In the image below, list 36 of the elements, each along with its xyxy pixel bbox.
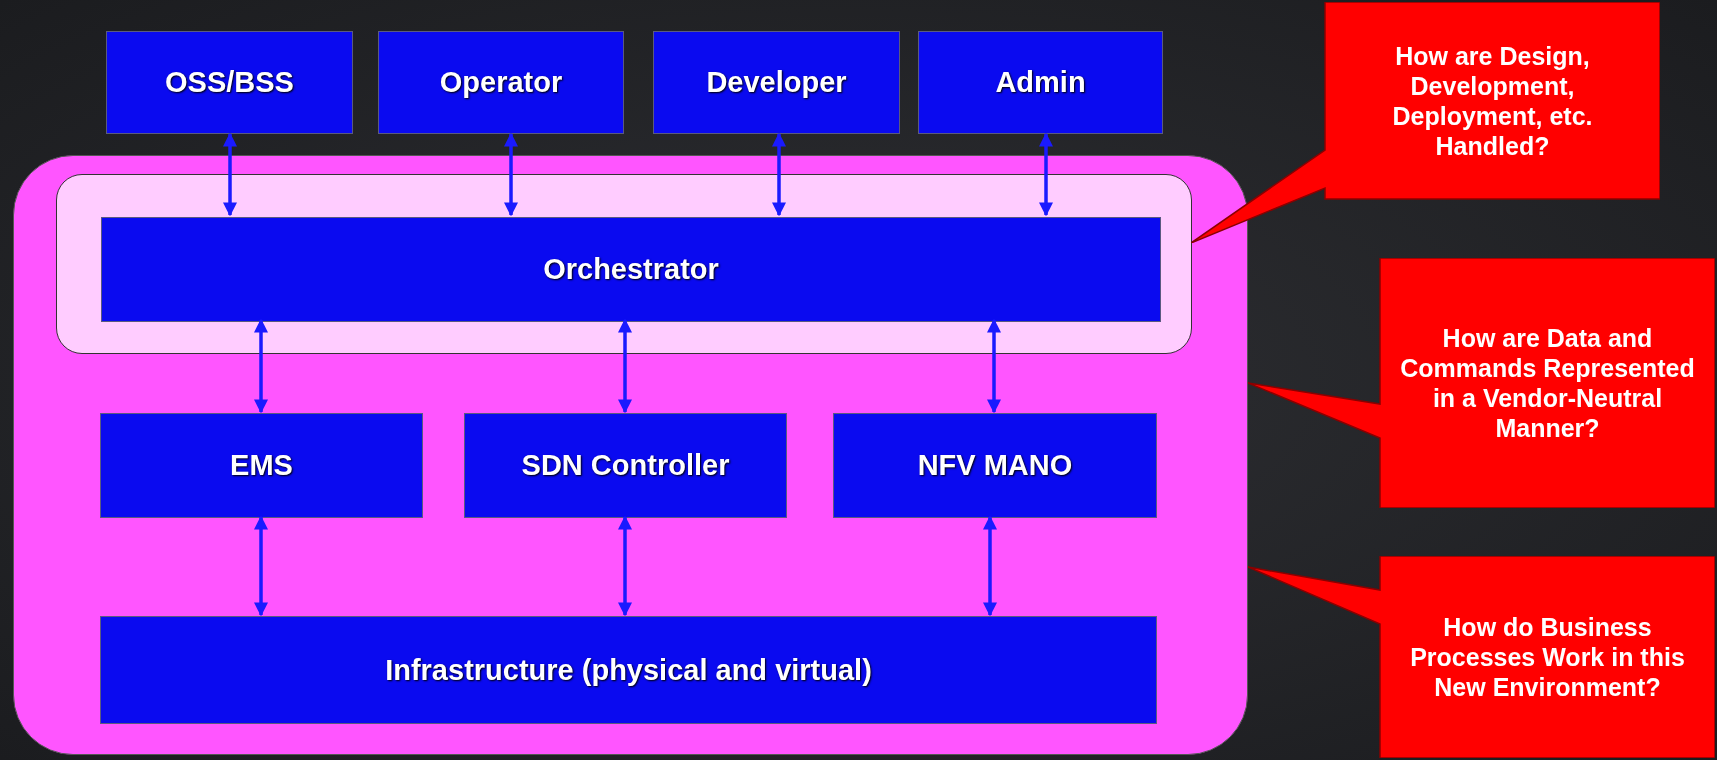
component-box	[106, 31, 353, 134]
box-label: Infrastructure (physical and virtual)	[385, 653, 872, 687]
component-box	[101, 217, 1161, 322]
double-arrow	[1039, 132, 1053, 217]
double-arrow	[618, 318, 632, 414]
component-box	[918, 31, 1163, 134]
component-box	[464, 413, 787, 518]
component-box	[833, 413, 1157, 518]
platform-panel	[13, 155, 1248, 755]
component-box	[378, 31, 624, 134]
box-label: Orchestrator	[543, 253, 719, 286]
double-arrow	[504, 132, 518, 217]
box-label: Admin	[995, 66, 1086, 99]
component-box	[653, 31, 900, 134]
double-arrow	[983, 515, 997, 617]
callout-text: How are Design, Development, Deployment, etc. Handled?	[1391, 40, 1594, 162]
double-arrow	[223, 132, 237, 217]
box-label: Developer	[706, 66, 847, 99]
box-label: OSS/BSS	[165, 66, 294, 99]
component-box	[100, 413, 423, 518]
box-label: NFV MANO	[917, 449, 1073, 482]
box-label: Operator	[439, 66, 563, 99]
callout-text: How are Data and Commands Represented in a Vendor-Neutral Manner?	[1399, 323, 1696, 444]
callout-bubble	[1191, 2, 1660, 243]
orchestration-panel	[56, 174, 1192, 354]
box-label: SDN Controller	[521, 449, 730, 482]
callout-text: How do Business Processes Work in this New Environment?	[1409, 612, 1686, 703]
double-arrow	[772, 132, 786, 217]
box-label: EMS	[230, 449, 293, 482]
double-arrow	[987, 318, 1001, 414]
double-arrow	[254, 515, 268, 617]
double-arrow	[618, 515, 632, 617]
double-arrow	[254, 318, 268, 414]
component-box	[100, 616, 1157, 724]
callout-bubble	[1248, 258, 1715, 508]
callout-bubble	[1248, 556, 1715, 758]
